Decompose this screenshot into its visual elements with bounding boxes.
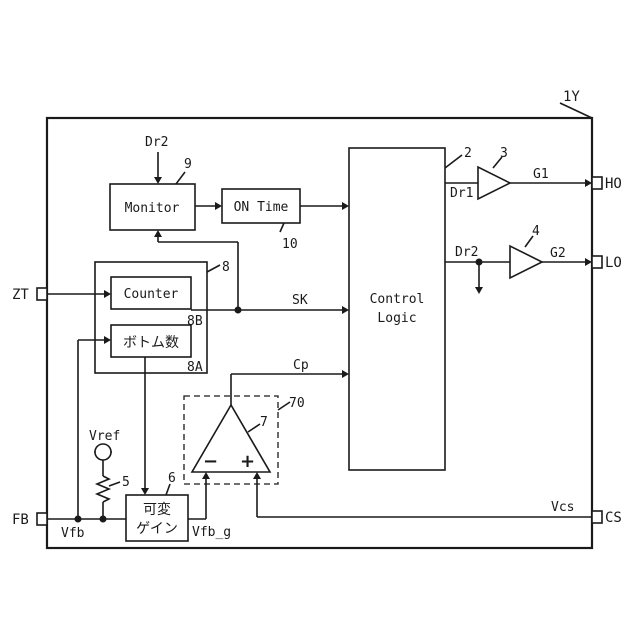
vfb-g-label: Vfb_g <box>192 525 231 540</box>
vcs-label: Vcs <box>551 500 574 515</box>
driver2-ref: 4 <box>532 224 540 239</box>
comparator-group-ref: 70 <box>289 396 305 411</box>
dr2-right-label: Dr2 <box>455 245 478 260</box>
vfb-junction-2 <box>100 516 107 523</box>
driver1-ref: 3 <box>500 146 508 161</box>
counter-label: Counter <box>124 287 179 302</box>
vref-source-icon <box>95 444 111 460</box>
resistor-ref: 5 <box>122 475 130 490</box>
dr2-top-label: Dr2 <box>145 135 168 150</box>
cs-pin-label: CS <box>605 510 622 526</box>
monitor-ref: 9 <box>184 157 192 172</box>
fb-pin-label: FB <box>12 512 29 528</box>
cp-label: Cp <box>293 358 309 373</box>
variable-gain-label-1: 可変 <box>143 501 171 518</box>
control-logic-ref: 2 <box>464 146 472 161</box>
variable-gain-ref: 6 <box>168 471 176 486</box>
sk-label: SK <box>292 293 308 308</box>
ho-pin <box>592 177 602 189</box>
fb-pin <box>37 513 47 525</box>
chip-ref-label: 1Y <box>563 89 580 105</box>
comparator-plus: + <box>240 451 255 472</box>
variable-gain-label-2: ゲイン <box>136 521 178 537</box>
vref-label: Vref <box>89 429 120 444</box>
bottom-count-label: ボトム数 <box>123 335 179 351</box>
ho-pin-label: HO <box>605 176 622 192</box>
bottom-count-ref: 8A <box>187 360 203 375</box>
lo-pin <box>592 256 602 268</box>
control-logic-label-2: Logic <box>377 311 416 326</box>
chip-ref-leader <box>560 103 592 118</box>
on-time-ref: 10 <box>282 237 298 252</box>
comparator-minus: − <box>203 451 218 472</box>
g2-label: G2 <box>550 246 566 261</box>
vfb-label: Vfb <box>61 526 85 541</box>
monitor-label: Monitor <box>125 201 180 216</box>
zt-pin <box>37 288 47 300</box>
comparator-ref: 7 <box>260 415 268 430</box>
group8-ref: 8 <box>222 260 230 275</box>
cs-pin <box>592 511 602 523</box>
on-time-label: ON Time <box>234 200 289 215</box>
zt-pin-label: ZT <box>12 287 29 303</box>
control-logic-block <box>349 148 445 470</box>
g1-label: G1 <box>533 167 549 182</box>
lo-pin-label: LO <box>605 255 622 271</box>
dr1-label: Dr1 <box>450 186 473 201</box>
control-logic-label-1: Control <box>370 292 425 307</box>
